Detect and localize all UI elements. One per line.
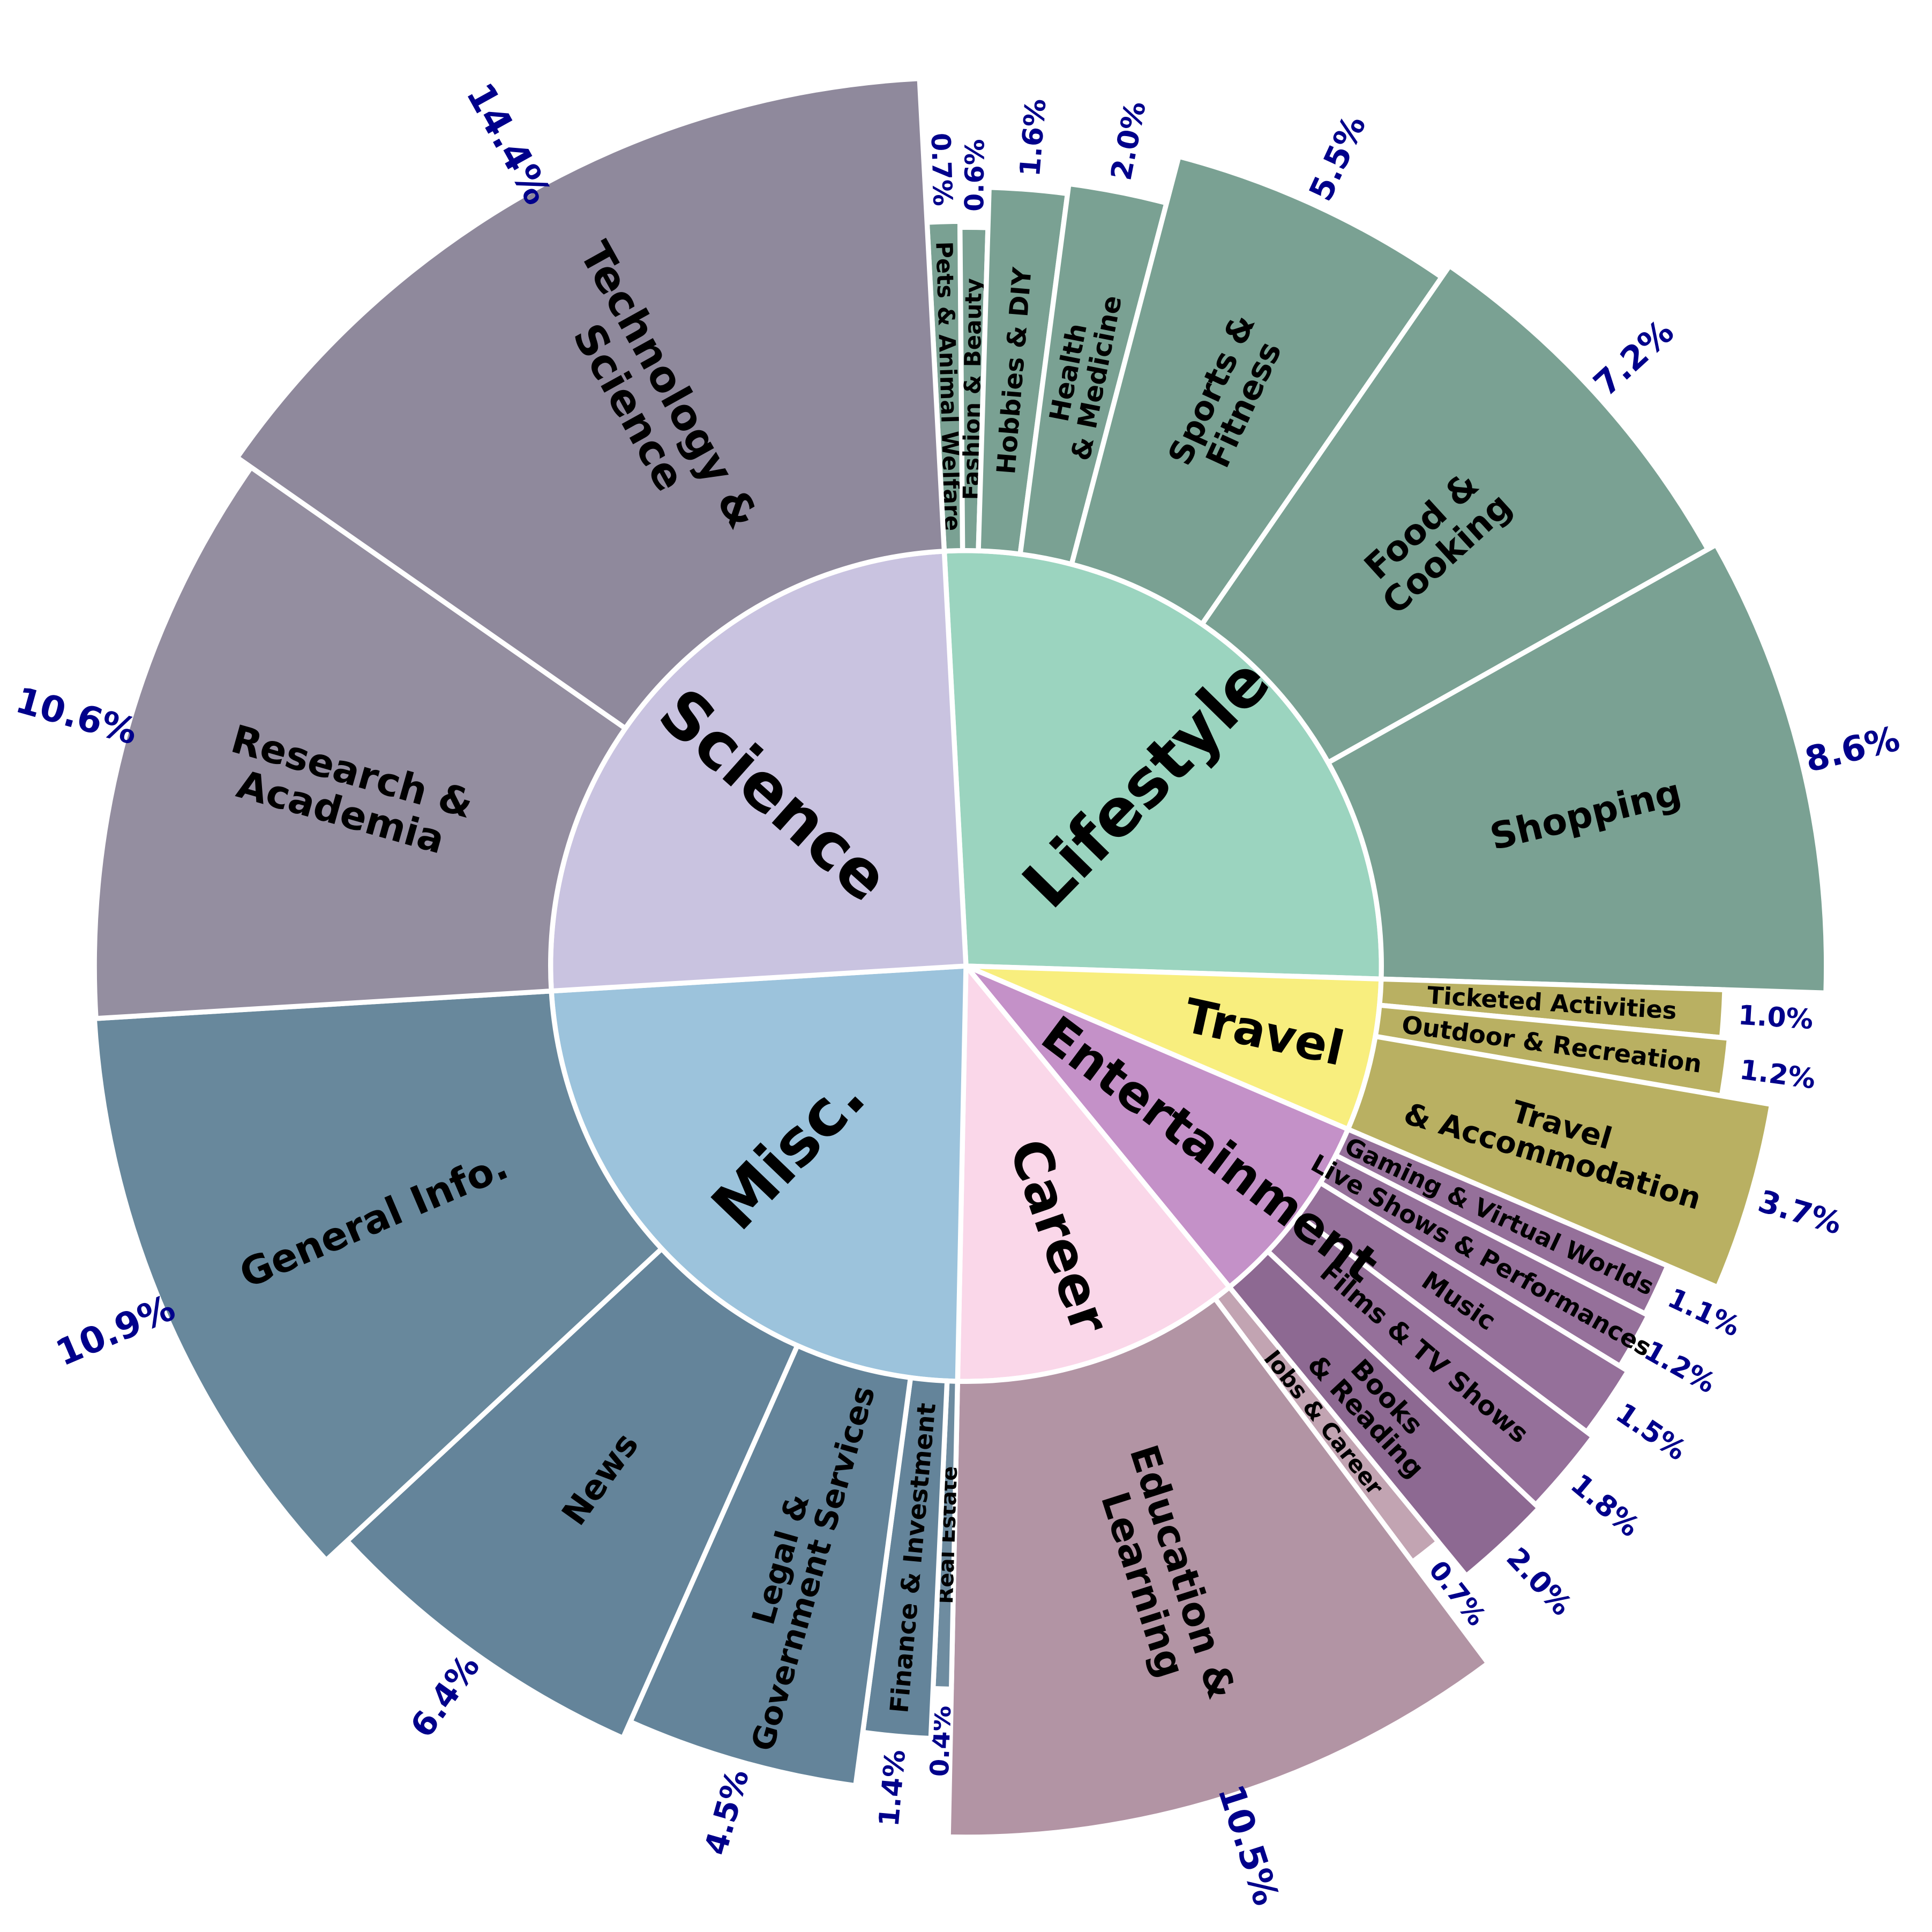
pct-travel-accommodation: 3.7%	[1754, 1184, 1846, 1241]
pct-sports-fitness: 5.5%	[1302, 110, 1373, 207]
pct-live-shows-performances: 1.2%	[1639, 1335, 1721, 1400]
wedge-sports-fitness	[1069, 154, 1444, 627]
pct-films-tv-shows: 1.8%	[1564, 1467, 1646, 1543]
label-research-academia: Research &Academia	[215, 717, 478, 868]
wedge-technology-science	[234, 76, 947, 731]
wedge-general-info	[92, 988, 664, 1563]
pct-food-cooking: 7.2%	[1586, 312, 1681, 403]
pct-fashion-beauty: 0.6%	[959, 139, 990, 212]
pct-technology-science: 14.4%	[458, 76, 560, 212]
pct-shopping: 8.6%	[1801, 718, 1904, 780]
pct-research-academia: 10.6%	[11, 679, 142, 753]
pct-general-info: 10.9%	[50, 1286, 181, 1374]
wedge-shopping	[1326, 542, 1829, 995]
pct-health-medicine: 2.0%	[1104, 99, 1152, 183]
pct-ticketed-activities: 1.0%	[1738, 999, 1814, 1036]
pct-books-reading: 2.0%	[1500, 1541, 1578, 1622]
pct-gaming-virtual-worlds: 1.1%	[1663, 1282, 1745, 1343]
pct-finance-investment: 1.4%	[873, 1748, 912, 1828]
pct-news: 6.4%	[403, 1648, 488, 1744]
pct-education-learning: 10.5%	[1210, 1780, 1287, 1911]
pct-pets-animal-welfare: 0.7%	[925, 132, 958, 206]
pct-outdoor-recreation: 1.2%	[1738, 1054, 1817, 1095]
wedge-news	[345, 1246, 800, 1741]
pct-music: 1.5%	[1610, 1397, 1692, 1467]
pct-hobbies-diy: 1.6%	[1014, 98, 1052, 178]
wedge-travel-accommodation	[1345, 1034, 1774, 1290]
wedge-education-learning	[946, 1296, 1491, 1840]
pct-legal-government-services: 4.5%	[698, 1765, 757, 1859]
wedge-research-academia	[92, 465, 628, 1021]
wedge-food-cooking	[1199, 263, 1711, 766]
